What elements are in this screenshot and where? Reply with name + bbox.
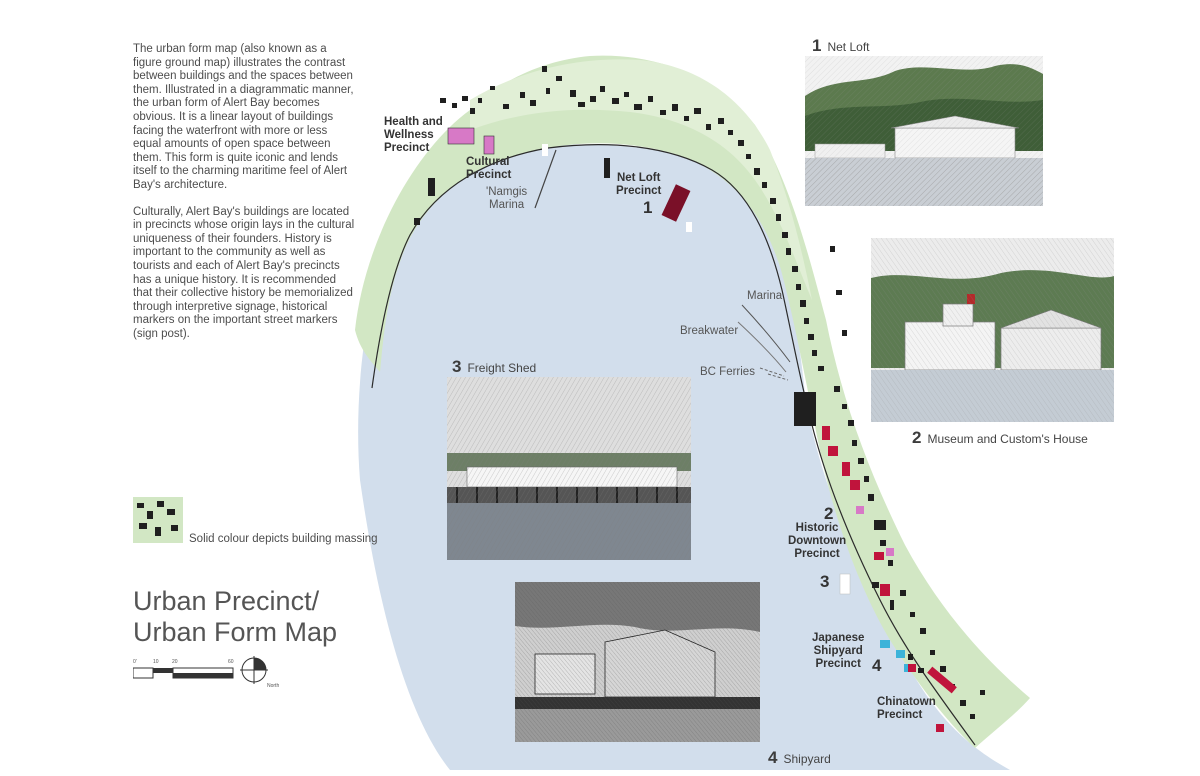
photo-1-label: 1 Net Loft	[812, 36, 870, 56]
photo-4-caption: Shipyard	[783, 752, 831, 766]
ferry-dock	[759, 367, 789, 381]
net-loft-marker: 1	[643, 198, 653, 217]
cultural-building	[483, 135, 495, 155]
photo-3-caption: Freight Shed	[467, 361, 537, 375]
breakwater-pier	[741, 304, 791, 363]
scale-tick-0: 0'	[133, 659, 137, 665]
north-label: North	[267, 683, 279, 689]
historic-bldg-2	[828, 446, 838, 456]
namgis-marina-pier	[534, 149, 557, 209]
legend-swatch	[133, 497, 183, 543]
building-massing	[414, 66, 985, 719]
net-loft-building	[661, 184, 691, 222]
scale-tick-10: 10	[153, 659, 159, 665]
photo-3-label: 3 Freight Shed	[452, 357, 536, 377]
chinatown-bldg-3	[908, 664, 916, 672]
photo-1-caption: Net Loft	[827, 40, 870, 54]
historic-bldg-8	[880, 584, 890, 596]
historic-bldg-6	[874, 552, 884, 560]
ferry-pier	[737, 321, 787, 373]
intro-paragraph-2: Culturally, Alert Bay's buildings are lo…	[133, 205, 355, 340]
bc-ferries-label: BC Ferries	[700, 366, 755, 378]
netloft-dock	[686, 222, 692, 232]
page-title: Urban Precinct/ Urban Form Map	[133, 586, 463, 648]
cultural-dock	[542, 144, 548, 156]
legend-text: Solid colour depicts building massing	[189, 533, 378, 545]
intro-paragraph-1: The urban form map (also known as a figu…	[133, 43, 354, 191]
photo-museum	[871, 238, 1114, 422]
title-line-2: Urban Form Map	[133, 617, 338, 647]
scale-tick-60: 60	[228, 659, 234, 665]
scale-bar: 0' 10 20 60	[133, 659, 234, 679]
photo-4-label: 4 Shipyard	[768, 748, 831, 768]
photo-1-number: 1	[812, 36, 822, 55]
intro-text: The urban form map (also known as a figu…	[133, 43, 358, 354]
photo-shipyard	[515, 582, 760, 742]
historic-bldg-3	[842, 462, 850, 476]
freight-shed-dock	[839, 573, 851, 595]
north-arrow-icon: North	[240, 656, 279, 689]
scale-tick-20: 20	[172, 659, 178, 665]
photo-2-number: 2	[912, 428, 922, 447]
island-land	[355, 55, 1030, 748]
marina-label: Marina	[747, 290, 783, 302]
photo-2-label: 2 Museum and Custom's House	[912, 428, 1088, 448]
chinatown-bldg-1	[927, 666, 957, 694]
freight-shed-marker: 3	[820, 572, 830, 591]
photo-net-loft	[805, 56, 1043, 206]
photo-4-number: 4	[768, 748, 778, 767]
breakwater-label: Breakwater	[680, 325, 739, 337]
historic-bldg-5	[856, 506, 864, 514]
health-building-1	[447, 127, 475, 145]
historic-bldg-7	[886, 548, 894, 556]
historic-bldg-1	[822, 426, 830, 440]
photo-freight-shed	[447, 377, 691, 560]
historic-downtown-marker: 2	[824, 504, 834, 523]
title-line-1: Urban Precinct/	[133, 586, 320, 616]
photo-3-number: 3	[452, 357, 462, 376]
photo-2-caption: Museum and Custom's House	[927, 432, 1088, 446]
chinatown-bldg-2	[936, 724, 944, 732]
island-upland	[470, 59, 812, 300]
historic-bldg-4	[850, 480, 860, 490]
japanese-bldg-2	[896, 650, 905, 658]
japanese-bldg-1	[880, 640, 890, 648]
shipyard-marker: 4	[872, 656, 882, 675]
